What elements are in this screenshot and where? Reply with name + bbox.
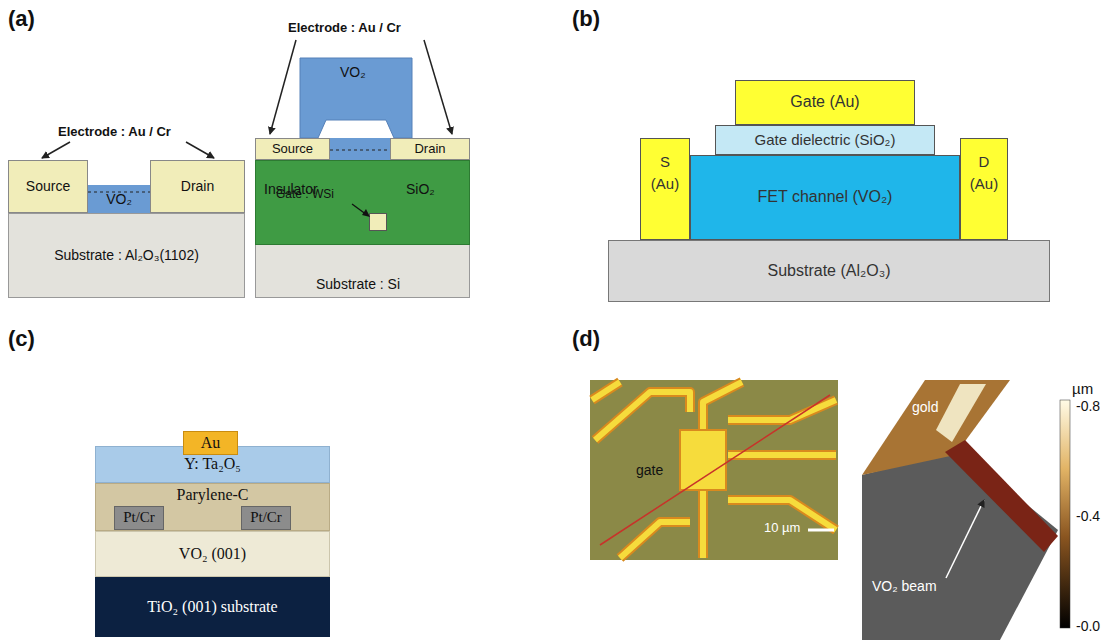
box-text: Pt/Cr: [123, 509, 155, 526]
drain-electrode: Drain: [150, 160, 245, 213]
source-electrode: Source: [8, 160, 88, 213]
material-label: gold: [912, 399, 938, 415]
drain-electrode: D (Au): [960, 138, 1008, 240]
box-text: TiO₂ (001) substrate: [147, 598, 277, 616]
panel-label: (a): [8, 6, 35, 32]
box-text: Gate : WSi: [276, 188, 334, 202]
gate-electrode: Gate : WSi: [369, 213, 387, 231]
electrode-label: Electrode : Au / Cr: [58, 124, 171, 139]
box-text: Substrate : Al₂O₃(1102): [54, 247, 199, 263]
source-electrode: S (Au): [640, 138, 690, 240]
gate-dielectric: Gate dielectric (SiO₂): [715, 125, 935, 155]
micrograph: [590, 380, 838, 560]
box-text: SiO₂: [406, 181, 435, 197]
box-text: Au: [201, 434, 221, 452]
drain-electrode: Drain: [390, 138, 470, 160]
insulator-layer: InsulatorSiO₂Gate : WSi: [255, 160, 470, 245]
panel-label: (c): [8, 326, 35, 352]
substrate-layer: Substrate : Al₂O₃(1102): [8, 213, 245, 298]
box-text: VO₂ (001): [179, 545, 246, 563]
scale-label: 10 µm: [764, 520, 800, 535]
gate-electrode: Au: [183, 431, 238, 455]
gate-electrode: Gate (Au): [735, 80, 915, 125]
pt-cr-electrode: Pt/Cr: [114, 506, 164, 530]
colorbar-unit: µm: [1072, 380, 1093, 397]
afm-image: [862, 380, 1070, 640]
box-text: Pt/Cr: [250, 509, 282, 526]
box-text: D: [961, 153, 1007, 170]
box-text: VO₂: [106, 191, 132, 207]
box-text: Source: [26, 178, 70, 194]
parylene-layer: Parylene-C Pt/Cr Pt/Cr: [95, 483, 330, 531]
box-text: Drain: [181, 178, 214, 194]
shape-outline: [370, 214, 388, 232]
colorbar-tick: -0.8: [1076, 398, 1100, 414]
pt-cr-electrode: Pt/Cr: [241, 506, 291, 530]
panel-label: (b): [572, 6, 600, 32]
source-electrode: Source: [255, 138, 330, 160]
box-text: VO₂: [340, 64, 366, 80]
fet-channel: FET channel (VO₂): [690, 155, 960, 240]
box-text: S: [641, 153, 689, 170]
substrate-layer: TiO₂ (001) substrate: [95, 577, 330, 637]
box-text: Substrate (Al₂O₃): [768, 262, 891, 280]
electrode-label: Electrode : Au / Cr: [288, 20, 401, 35]
box-text: Drain: [414, 142, 445, 157]
box-text: Gate dielectric (SiO₂): [755, 131, 896, 148]
vo2-channel: VO₂: [88, 185, 150, 213]
box-text: Source: [272, 142, 313, 157]
box-text: Y: Ta₂O₅: [184, 455, 241, 473]
panel-label: (d): [572, 326, 600, 352]
vo2-film: VO₂ (001): [95, 531, 330, 577]
box-text: Gate (Au): [790, 93, 859, 111]
box-text: (Au): [641, 175, 689, 192]
substrate-layer: Substrate (Al₂O₃): [608, 240, 1050, 302]
colorbar-tick: -0.4: [1076, 508, 1100, 524]
box-text: FET channel (VO₂): [758, 188, 893, 206]
box-text: Substrate : Si: [316, 276, 400, 292]
gate-label: gate: [636, 462, 663, 478]
box-text: Parylene-C: [96, 486, 329, 504]
box-text: (Au): [961, 175, 1007, 192]
material-label: VO₂ beam: [872, 578, 937, 594]
colorbar-tick: -0.0: [1076, 618, 1100, 634]
